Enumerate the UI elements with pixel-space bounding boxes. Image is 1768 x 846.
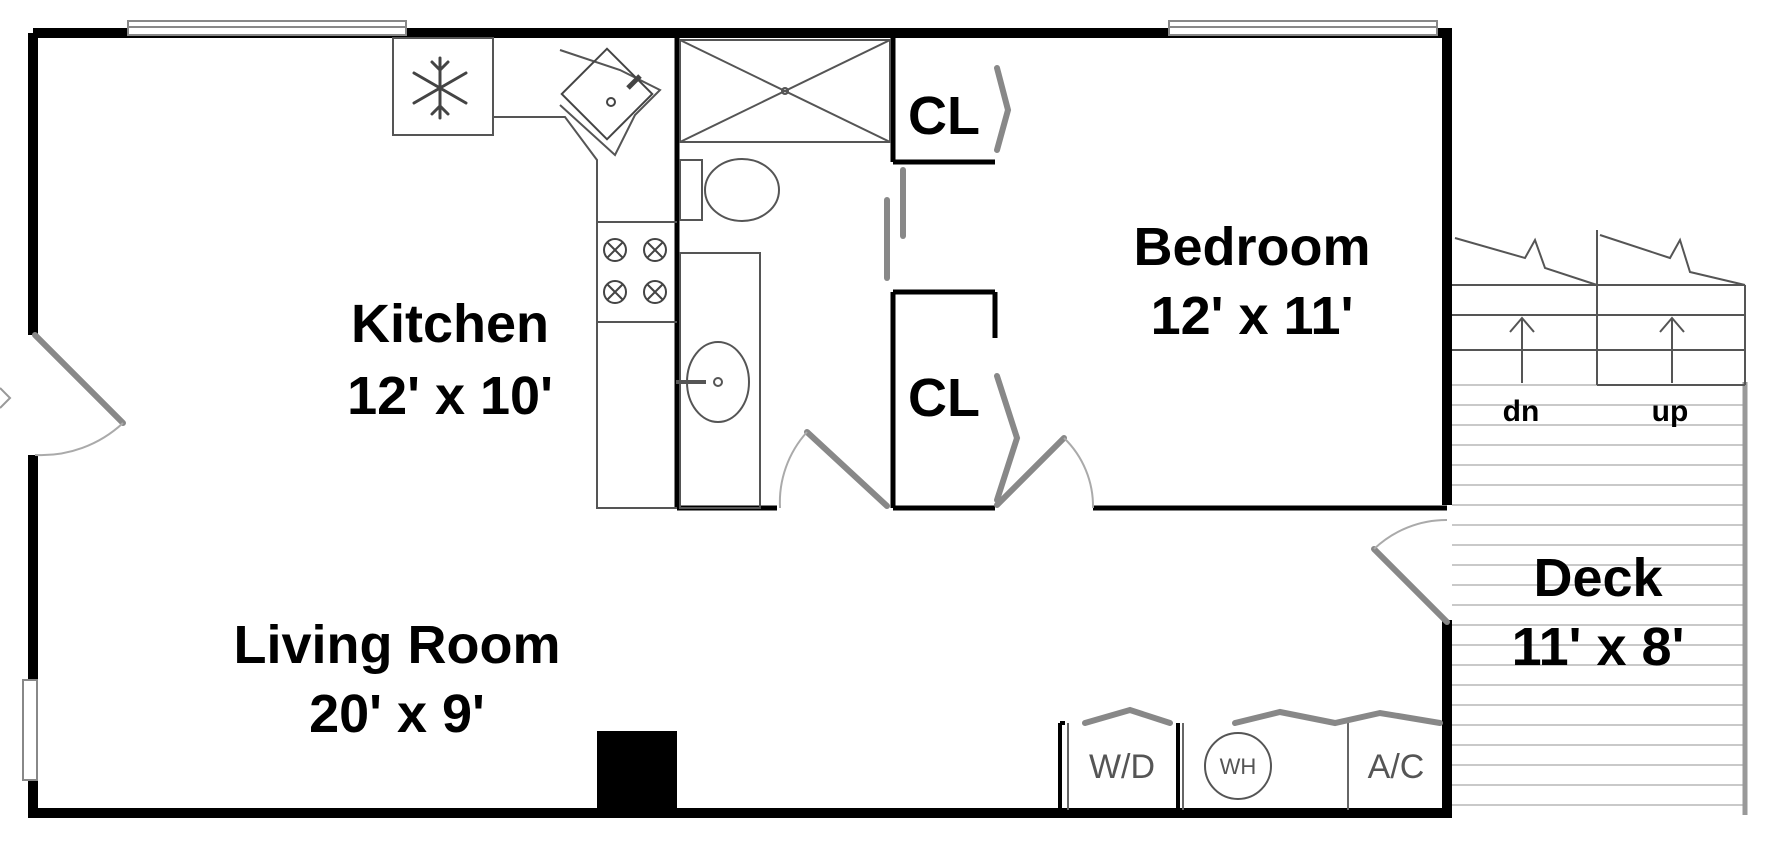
doors xyxy=(32,65,1450,625)
deck-name: Deck xyxy=(1533,548,1663,608)
stove-burner-icon xyxy=(603,238,667,304)
door-swings xyxy=(0,387,1448,550)
utility-walls xyxy=(1058,721,1180,810)
kitchen-name: Kitchen xyxy=(351,294,549,354)
closet-upper-label: CL xyxy=(908,86,980,146)
interior-walls xyxy=(674,38,1447,511)
stairs-up-label: up xyxy=(1652,395,1689,428)
kitchen-counters xyxy=(392,37,677,509)
snowflake-icon xyxy=(412,56,468,120)
kitchen-size: 12' x 10' xyxy=(347,366,553,426)
water-heater-icon xyxy=(1204,732,1272,800)
living-room-size: 20' x 9' xyxy=(309,684,485,744)
sink-icon xyxy=(560,47,654,141)
fireplace xyxy=(597,731,677,813)
bathroom-vanity xyxy=(676,252,761,509)
toilet-icon xyxy=(679,158,780,222)
windows xyxy=(22,20,1438,781)
exterior-walls xyxy=(28,28,1452,818)
water-heater-label: WH xyxy=(1220,754,1257,779)
deck-planks xyxy=(1452,384,1745,806)
stairs-down-label: dn xyxy=(1503,395,1540,428)
closet-lower-label: CL xyxy=(908,368,980,428)
stairs xyxy=(1452,230,1746,386)
bifold-doors xyxy=(1082,706,1443,727)
bedroom-size: 12' x 11' xyxy=(1151,286,1354,346)
air-conditioner-label: A/C xyxy=(1368,748,1425,786)
washer-dryer-label: W/D xyxy=(1089,748,1155,786)
living-room-name: Living Room xyxy=(234,615,561,675)
shower xyxy=(679,39,891,143)
bedroom-name: Bedroom xyxy=(1133,217,1370,277)
deck-size: 11' x 8' xyxy=(1512,617,1685,677)
